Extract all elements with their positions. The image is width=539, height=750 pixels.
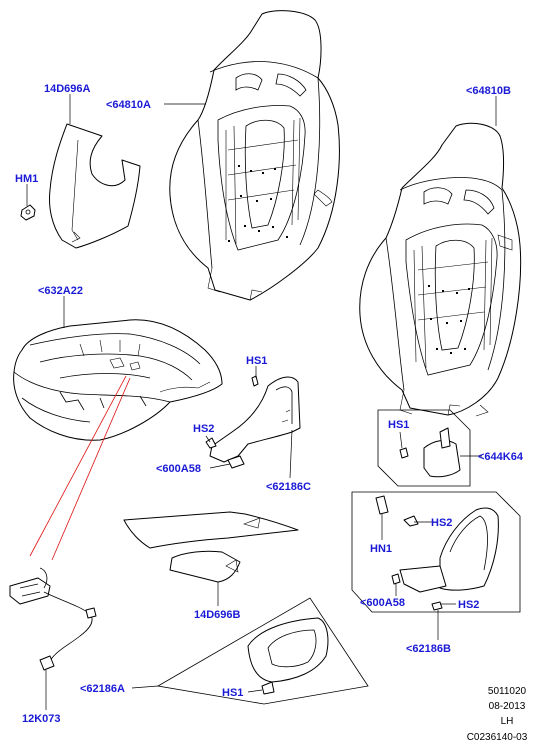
label-hn1: HN1 xyxy=(370,543,392,555)
box-cover-62186b xyxy=(351,491,521,613)
label-bracket-62186c: <62186C xyxy=(266,481,311,493)
seat-cushion xyxy=(13,319,223,441)
label-hm1: HM1 xyxy=(15,173,38,185)
label-screw-600a58-box: <600A58 xyxy=(360,597,405,609)
wiring-harness xyxy=(9,567,97,671)
label-cover-62186a: <62186A xyxy=(80,683,125,695)
label-clip-644k64: <644K64 xyxy=(478,451,524,463)
backrest-left xyxy=(169,10,340,301)
reference-number: 5011020 xyxy=(488,686,527,697)
label-screw-600a58-left: <600A58 xyxy=(156,463,201,475)
clip-hm1 xyxy=(20,204,36,221)
label-hs1-lower: HS1 xyxy=(222,687,243,699)
reference-date: 08-2013 xyxy=(489,701,526,712)
label-hs2-box: HS2 xyxy=(431,517,452,529)
label-harness-12k073: 12K073 xyxy=(22,713,61,725)
pad-upper xyxy=(49,123,141,249)
box-clip-644k64 xyxy=(377,409,471,487)
reference-code: C0236140-03 xyxy=(467,732,528,743)
label-backrest-right: <64810B xyxy=(466,85,511,97)
label-hs1-box: HS1 xyxy=(388,419,409,431)
label-hs1-bracket: HS1 xyxy=(246,355,267,367)
reference-side: LH xyxy=(501,716,514,727)
label-hs2-bracket: HS2 xyxy=(193,423,214,435)
bracket-62186c xyxy=(205,375,301,469)
label-cover-62186b: <62186B xyxy=(406,643,451,655)
backrest-right xyxy=(359,122,522,417)
pad-lower xyxy=(123,511,299,583)
label-backrest-left: <64810A xyxy=(106,99,151,111)
label-pad-lower: 14D696B xyxy=(194,609,241,621)
harness-callout-lines xyxy=(29,375,131,561)
label-hs2-box-lower: HS2 xyxy=(458,599,479,611)
leader-lines xyxy=(26,94,497,710)
label-cushion: <632A22 xyxy=(38,285,83,297)
label-pad-upper: 14D696A xyxy=(44,83,91,95)
box-cover-62186a xyxy=(156,597,369,705)
